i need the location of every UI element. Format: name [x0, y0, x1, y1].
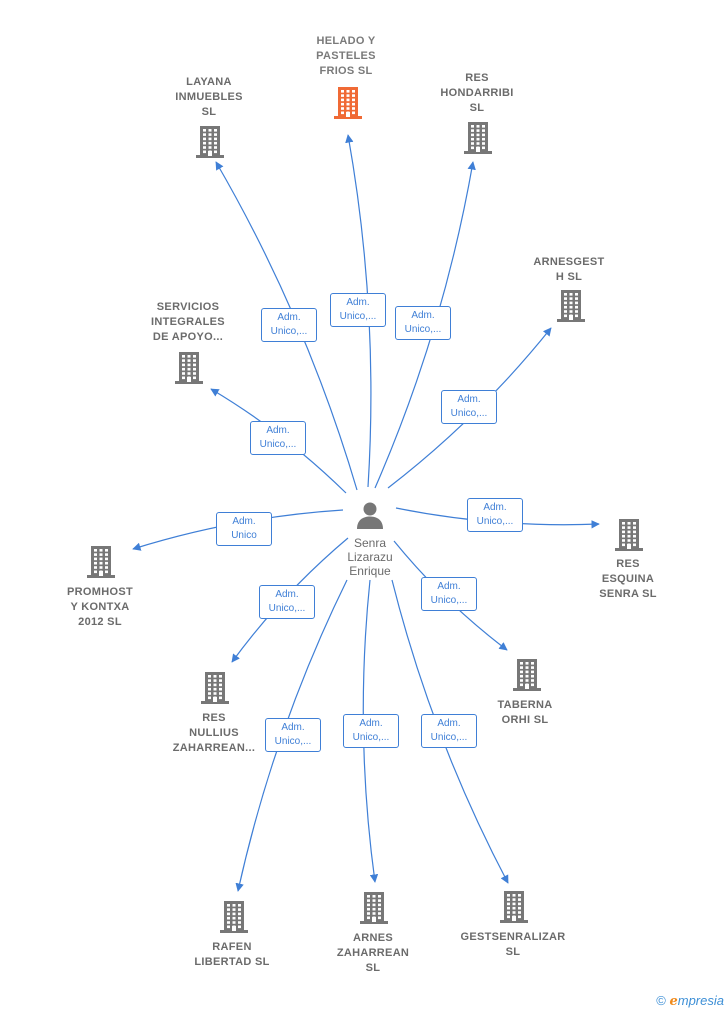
company-label-taberna-line: ORHI SL	[501, 714, 549, 726]
node-icon-taberna[interactable]	[511, 657, 543, 698]
company-label-arnes-line: ZAHARREAN	[336, 947, 410, 959]
company-label-res_nullius-line: ZAHARREAN...	[172, 742, 256, 754]
brand-initial: e	[669, 994, 678, 1009]
node-icon-servicios[interactable]	[173, 350, 205, 391]
company-label-res_hondarribi: RES HONDARRIBI SL	[440, 71, 513, 116]
company-label-promhost-line: 2012 SL	[78, 616, 122, 628]
node-icon-arnesgest[interactable]	[555, 288, 587, 329]
edge-label-taberna[interactable]: Adm. Unico,...	[421, 577, 477, 611]
company-label-helado-line: FRIOS SL	[319, 65, 373, 77]
company-label-res_nullius-line: RES	[202, 712, 226, 724]
person-icon	[357, 502, 383, 529]
company-label-res_esquina-line: ESQUINA	[601, 573, 655, 585]
company-label-rafen: RAFEN LIBERTAD SL	[194, 940, 269, 970]
node-icon-helado[interactable]	[332, 85, 364, 126]
company-label-res_esquina-line: SENRA SL	[599, 588, 657, 600]
company-label-arnesgest-line: H SL	[555, 271, 583, 283]
company-label-res_nullius: RES NULLIUS ZAHARREAN...	[173, 711, 255, 756]
company-label-servicios: SERVICIOS INTEGRALES DE APOYO...	[151, 300, 225, 345]
person-name-line: Senra	[353, 536, 387, 550]
company-label-helado-line: PASTELES	[316, 50, 376, 62]
building-icon	[464, 122, 492, 154]
company-label-promhost-line: Y KONTXA	[70, 601, 130, 613]
edge-label-rafen[interactable]: Adm. Unico,...	[265, 718, 321, 752]
building-icon	[220, 901, 248, 933]
brand-name: mpresia	[677, 993, 724, 1008]
company-label-taberna-line: TABERNA	[497, 699, 553, 711]
node-icon-layana[interactable]	[194, 124, 226, 165]
building-icon	[334, 87, 362, 119]
edge-label-res_nullius[interactable]: Adm. Unico,...	[259, 585, 315, 619]
company-label-res_nullius-line: NULLIUS	[189, 727, 239, 739]
node-icon-promhost[interactable]	[85, 544, 117, 585]
company-label-arnes: ARNES ZAHARREAN SL	[337, 931, 409, 976]
building-icon	[557, 290, 585, 322]
edge-label-arnesgest[interactable]: Adm. Unico,...	[441, 390, 497, 424]
footer-brand: © empresia	[656, 993, 724, 1009]
building-icon	[201, 672, 229, 704]
node-icon-res_esquina[interactable]	[613, 517, 645, 558]
building-icon	[196, 126, 224, 158]
company-label-res_hondarribi-line: RES	[465, 72, 489, 84]
building-icon	[87, 546, 115, 578]
center-person[interactable]	[355, 500, 385, 535]
node-icon-rafen[interactable]	[218, 899, 250, 940]
person-name-line: Enrique	[349, 564, 391, 578]
company-label-res_esquina-line: RES	[616, 558, 640, 570]
company-label-helado-line: HELADO Y	[316, 35, 376, 47]
company-label-rafen-line: RAFEN	[212, 941, 252, 953]
company-label-res_hondarribi-line: SL	[469, 102, 485, 114]
company-label-helado: HELADO Y PASTELES FRIOS SL	[316, 34, 376, 79]
company-label-taberna: TABERNA ORHI SL	[497, 698, 552, 728]
company-label-arnes-line: ARNES	[352, 932, 393, 944]
company-label-arnesgest: ARNESGEST H SL	[533, 255, 604, 285]
building-icon	[615, 519, 643, 551]
company-label-arnesgest-line: ARNESGEST	[533, 256, 605, 268]
edge-label-helado[interactable]: Adm. Unico,...	[330, 293, 386, 327]
company-label-rafen-line: LIBERTAD SL	[194, 956, 270, 968]
person-name-line: Lizarazu	[347, 550, 393, 564]
node-icon-gestsenralizar[interactable]	[498, 889, 530, 930]
company-label-gestsenralizar-line: GESTSENRALIZAR	[460, 931, 566, 943]
company-label-servicios-line: INTEGRALES	[151, 316, 225, 328]
company-label-layana-line: INMUEBLES	[175, 91, 243, 103]
edge-label-res_hondarribi[interactable]: Adm. Unico,...	[395, 306, 451, 340]
edge-label-servicios[interactable]: Adm. Unico,...	[250, 421, 306, 455]
edge-label-res_esquina[interactable]: Adm. Unico,...	[467, 498, 523, 532]
edge-label-gestsenralizar[interactable]: Adm. Unico,...	[421, 714, 477, 748]
company-label-servicios-line: DE APOYO...	[152, 331, 224, 343]
company-label-gestsenralizar-line: SL	[505, 946, 521, 958]
node-icon-res_hondarribi[interactable]	[462, 120, 494, 161]
company-label-promhost: PROMHOST Y KONTXA 2012 SL	[67, 585, 133, 630]
company-label-arnes-line: SL	[365, 962, 381, 974]
edge-label-layana[interactable]: Adm. Unico,...	[261, 308, 317, 342]
company-label-layana: LAYANA INMUEBLES SL	[175, 75, 242, 120]
company-label-layana-line: SL	[201, 106, 217, 118]
company-label-layana-line: LAYANA	[186, 76, 232, 88]
company-label-servicios-line: SERVICIOS	[156, 301, 220, 313]
company-label-promhost-line: PROMHOST	[67, 586, 133, 598]
company-label-res_esquina: RES ESQUINA SENRA SL	[599, 557, 657, 602]
copyright-symbol: ©	[656, 993, 666, 1008]
building-icon	[513, 659, 541, 691]
edge-label-arnes[interactable]: Adm. Unico,...	[343, 714, 399, 748]
company-label-gestsenralizar: GESTSENRALIZAR SL	[460, 930, 565, 960]
node-icon-arnes[interactable]	[358, 890, 390, 931]
building-icon	[500, 891, 528, 923]
building-icon	[175, 352, 203, 384]
building-icon	[360, 892, 388, 924]
node-icon-res_nullius[interactable]	[199, 670, 231, 711]
edge-label-promhost[interactable]: Adm. Unico	[216, 512, 272, 546]
company-label-res_hondarribi-line: HONDARRIBI	[440, 87, 514, 99]
